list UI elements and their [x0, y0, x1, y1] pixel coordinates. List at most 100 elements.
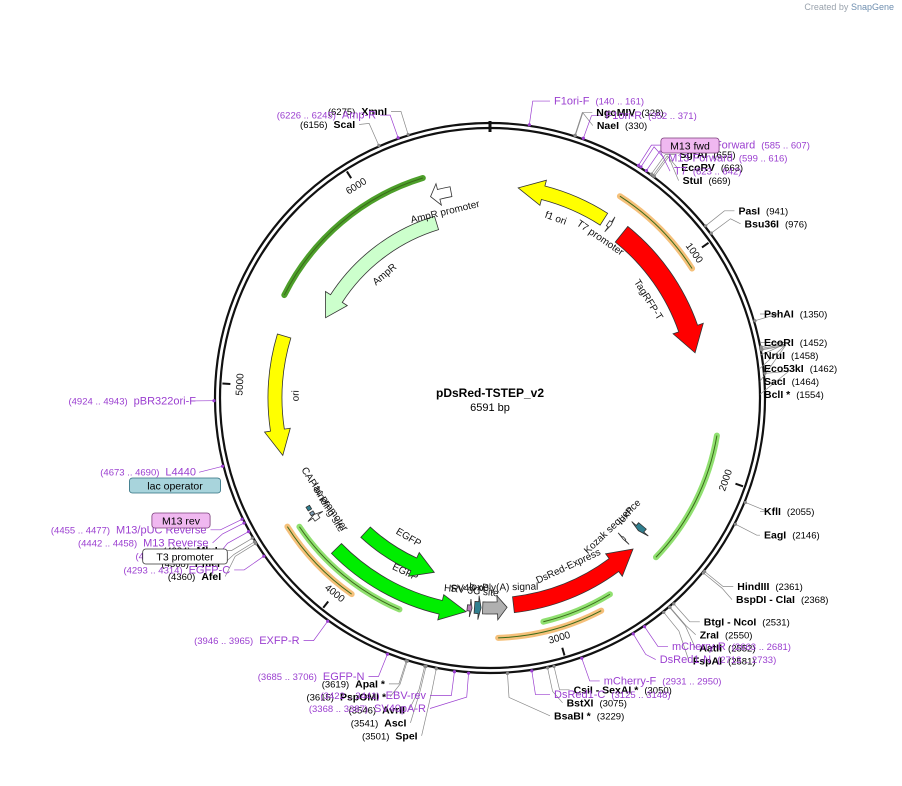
enzyme-label-bsabi[interactable]: BsaBI *(3229): [554, 710, 624, 722]
enzyme-label-apai[interactable]: (3619)ApaI *: [322, 678, 386, 690]
primer-label-m13-forward[interactable]: M13 Forward(599 .. 616): [668, 153, 787, 165]
feature-kozak-sequence[interactable]: [617, 532, 630, 545]
primer-label-egfp-c[interactable]: (4293 .. 4314)EGFP-C: [123, 564, 230, 576]
feature-lac-operator[interactable]: [308, 510, 316, 517]
enzyme-label-hindiii[interactable]: HindIII(2361): [737, 581, 803, 593]
feature-f1-ori[interactable]: [517, 179, 609, 226]
enzyme-label-ecori[interactable]: EcoRI(1452): [764, 337, 827, 349]
feature-label-hrv-3c-site: HRV 3C site: [443, 583, 499, 599]
enzyme-label-ecorv[interactable]: EcoRV(663): [681, 162, 743, 174]
enzyme-label-ngomiv[interactable]: NgoMIV(328): [596, 107, 663, 119]
enzyme-label-pspomi[interactable]: (3615)PspOMI *: [306, 691, 386, 703]
enzyme-label-asci[interactable]: (3541)AscI: [351, 717, 407, 729]
primer-label-dsred1-c[interactable]: DsRed1-C(3125 .. 3148): [554, 689, 671, 701]
primer-position: (6226 .. 6245): [277, 111, 336, 122]
leader-naei: [575, 111, 594, 136]
enzyme-position: (669): [708, 176, 730, 187]
enzyme-label-fspai[interactable]: FspAI(2581): [693, 655, 756, 667]
enzyme-position: (2361): [775, 582, 802, 593]
leader-csii-sexai: [553, 666, 570, 691]
site-marker: [662, 610, 666, 615]
enzyme-label-avrii[interactable]: (3546)AvrII: [349, 704, 406, 716]
enzyme-label-stui[interactable]: StuI(669): [683, 175, 731, 187]
feature-dsred-express[interactable]: [512, 548, 634, 614]
site-marker: [760, 348, 764, 352]
leader-m13-forward: [640, 146, 665, 168]
primer-label-mcherry-r[interactable]: mCherry-R(2663 .. 2681): [672, 641, 791, 653]
primer-label-amp-r[interactable]: (6226 .. 6245)Amp-R: [277, 110, 376, 122]
feature-lac-promoter[interactable]: [307, 511, 324, 522]
site-marker: [242, 521, 246, 525]
feature-tagrfp-t[interactable]: [614, 225, 704, 354]
enzyme-label-spei[interactable]: (3501)SpeI: [362, 730, 418, 742]
feature-t7-promoter[interactable]: [604, 216, 616, 233]
enzyme-label-eco53ki[interactable]: Eco53kI(1462): [764, 363, 837, 375]
primer-name: SV40pA-R: [374, 703, 426, 715]
feature-ori[interactable]: [263, 333, 292, 457]
feature-hrv-3c-site[interactable]: [466, 599, 473, 618]
box-lac-operator[interactable]: [128, 477, 221, 494]
leader-afei: [224, 543, 256, 577]
enzyme-name: KflI: [764, 506, 781, 518]
feature-ampr[interactable]: [325, 215, 440, 319]
primer-label-mcherry-f[interactable]: mCherry-F(2931 .. 2950): [604, 675, 722, 687]
enzyme-position: (976): [785, 219, 807, 230]
ruler-tick-6000: [346, 170, 352, 179]
enzyme-label-saci[interactable]: SacI(1464): [764, 376, 819, 388]
primer-label-t7[interactable]: T7(623 .. 642): [674, 166, 741, 178]
feature-egfp-b[interactable]: [360, 526, 436, 577]
primer-label-l4440[interactable]: (4673 .. 4690)L4440: [100, 467, 196, 479]
primer-label-f1ori-f[interactable]: F1ori-F(140 .. 161): [554, 96, 644, 108]
ruler-tick-2000: [735, 482, 744, 488]
feature-ampr-promoter[interactable]: [430, 182, 453, 207]
enzyme-name: PspOMI *: [340, 691, 387, 703]
box-t3-promoter[interactable]: [142, 548, 228, 565]
box-m13-rev[interactable]: [151, 512, 211, 529]
leader-f1ori-r: [583, 115, 602, 139]
feature-cap-binding-site[interactable]: [305, 504, 313, 512]
primer-label-pbr322ori-f[interactable]: (4924 .. 4943)pBR322ori-F: [68, 395, 196, 407]
enzyme-label-xmni[interactable]: (6275)XmnI: [328, 106, 387, 118]
primer-label-sv40pa-r[interactable]: (3368 .. 3387)SV40pA-R: [309, 703, 426, 715]
primer-label-f1ori-r[interactable]: F1ori-R(352 .. 371): [605, 110, 696, 122]
enzyme-name: XmnI: [361, 106, 387, 118]
box-m13-fwd[interactable]: [660, 137, 720, 154]
enzyme-label-nrui[interactable]: NruI(1458): [764, 350, 818, 362]
enzyme-label-bsu36i[interactable]: Bsu36I(976): [745, 218, 808, 230]
feature-loxp[interactable]: [631, 521, 649, 537]
enzyme-label-afei[interactable]: (4360)AfeI: [168, 571, 221, 583]
primer-label-dsred1-n[interactable]: DsRed1-N(2713 .. 2733): [660, 654, 777, 666]
enzyme-label-eagi[interactable]: EagI(2146): [764, 530, 820, 542]
primer-label-exfp-r[interactable]: (3946 .. 3965)EXFP-R: [194, 635, 300, 647]
primer-label-m13-reverse[interactable]: (4442 .. 4458)M13 Reverse: [78, 537, 209, 549]
primer-label-egfp-n[interactable]: (3685 .. 3706)EGFP-N: [258, 671, 365, 683]
enzyme-name: EcoRI: [764, 337, 794, 349]
site-marker: [580, 656, 584, 660]
feature-loxp2[interactable]: [473, 595, 482, 620]
enzyme-label-zrai[interactable]: ZraI(2550): [700, 629, 753, 641]
enzyme-label-btgi-ncoi[interactable]: BtgI - NcoI(2531): [704, 616, 790, 628]
leader-m13-reverse: [212, 522, 245, 544]
enzyme-label-pasi[interactable]: PasI(941): [738, 205, 788, 217]
enzyme-label-bstxi[interactable]: BstXI(3075): [567, 697, 627, 709]
enzyme-label-pshai[interactable]: PshAI(1350): [764, 308, 827, 320]
site-marker: [527, 123, 531, 127]
leader-bsu36i: [711, 218, 741, 234]
feature-sv40-poly-a-signal[interactable]: [482, 594, 508, 622]
site-marker: [672, 602, 676, 606]
site-marker: [406, 132, 410, 137]
enzyme-label-bspdi-clai[interactable]: BspDI - ClaI(2368): [736, 594, 828, 606]
enzyme-name: AscI: [384, 717, 406, 729]
enzyme-label-kfli[interactable]: KflI(2055): [764, 506, 814, 518]
enzyme-label-bcli[interactable]: BclI *(1554): [764, 389, 824, 401]
enzyme-name: AfeI: [201, 571, 221, 583]
feature-egfp-a[interactable]: [330, 543, 468, 621]
enzyme-label-naei[interactable]: NaeI(330): [597, 120, 647, 132]
primer-label-ebv-rev[interactable]: (3422 .. 3441)EBV-rev: [320, 690, 426, 702]
site-marker: [396, 136, 400, 140]
enzyme-label-aatii[interactable]: AatII(2552): [699, 642, 755, 654]
enzyme-label-csii-sexai[interactable]: CsiI - SexAI *(3050): [574, 684, 672, 696]
leader-fspai: [663, 612, 690, 661]
enzyme-label-scai[interactable]: (6156)ScaI: [300, 119, 355, 131]
